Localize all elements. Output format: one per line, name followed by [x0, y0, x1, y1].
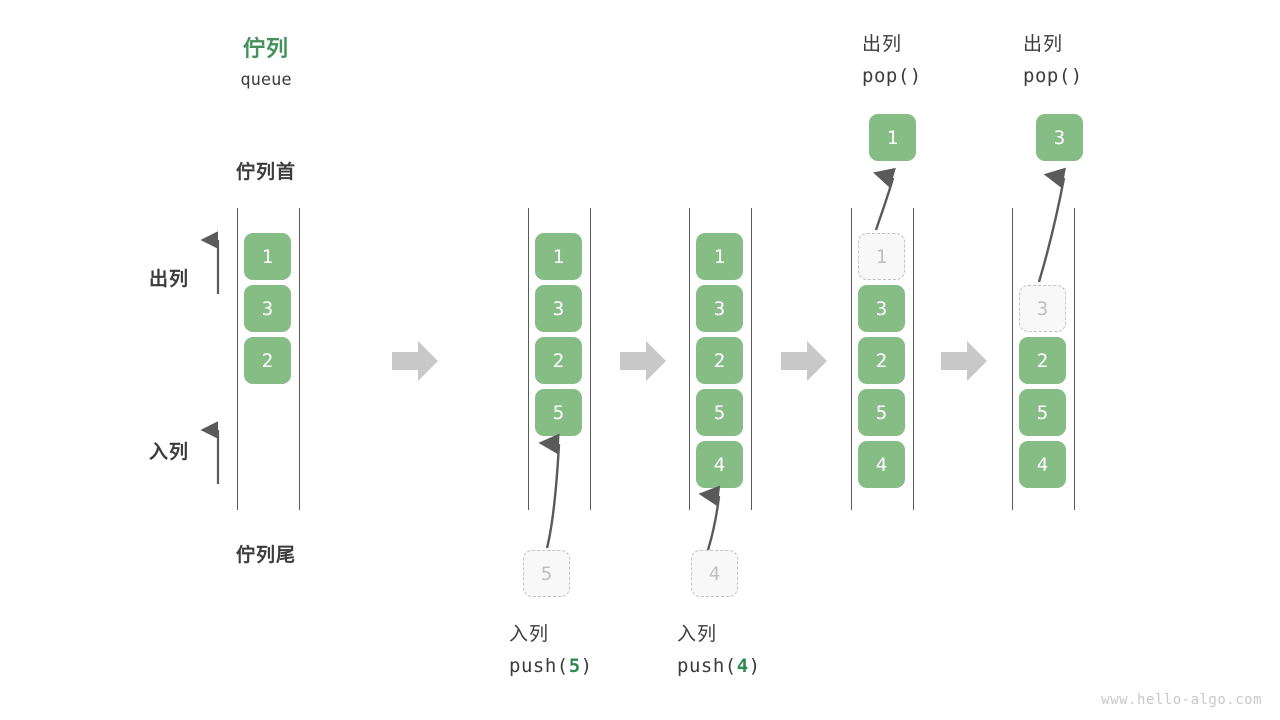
queue-element: 2: [535, 337, 582, 384]
rail-right-col3: [751, 208, 752, 510]
push-4-code-suffix: ): [748, 655, 761, 677]
push-4-code-prefix: push(: [677, 655, 737, 677]
pop-direction-label: 出列: [149, 269, 190, 290]
diagram-title-en: queue: [240, 70, 292, 90]
queue-element-removed: 1: [858, 233, 905, 280]
queue-element-new: 5: [535, 389, 582, 436]
queue-element: 2: [1019, 337, 1066, 384]
push-direction-label: 入列: [149, 442, 190, 463]
queue-tail-label: 佇列尾: [235, 545, 296, 566]
rail-left-col2: [528, 208, 529, 510]
queue-element: 5: [1019, 389, 1066, 436]
popped-element: 1: [869, 114, 916, 161]
pop-arrow-icon: [873, 167, 896, 231]
queue-element: 3: [535, 285, 582, 332]
push-4-caption: 入列 push(4): [677, 620, 761, 682]
queue-element: 1: [244, 233, 291, 280]
queue-element: 2: [696, 337, 743, 384]
queue-element: 5: [858, 389, 905, 436]
rail-right-col2: [590, 208, 591, 510]
queue-element: 1: [696, 233, 743, 280]
rail-left-col1: [237, 208, 238, 510]
push-4-code-arg: 4: [736, 655, 749, 677]
rail-left-col4: [851, 208, 852, 510]
pop-3-caption-code: pop(): [1023, 65, 1083, 87]
rail-left-col3: [689, 208, 690, 510]
pop-1-caption-cn: 出列: [862, 34, 903, 55]
push-5-code-arg: 5: [568, 655, 581, 677]
pop-3-caption-cn: 出列: [1023, 34, 1064, 55]
queue-element: 4: [1019, 441, 1066, 488]
step-arrow-icon: [941, 341, 987, 381]
queue-element: 2: [244, 337, 291, 384]
queue-element: 5: [696, 389, 743, 436]
step-arrow-icon: [392, 341, 438, 381]
push-4-caption-cn: 入列: [677, 624, 718, 645]
pop-arrow-icon: [1037, 167, 1066, 283]
popped-element: 3: [1036, 114, 1083, 161]
queue-element-removed: 3: [1019, 285, 1066, 332]
queue-element: 2: [858, 337, 905, 384]
incoming-element-ghost: 4: [691, 550, 738, 597]
push-arrow-icon: [538, 433, 561, 549]
queue-element: 1: [535, 233, 582, 280]
queue-head-label: 佇列首: [235, 162, 296, 183]
push-5-code-suffix: ): [580, 655, 593, 677]
queue-element: 3: [244, 285, 291, 332]
pop-direction-arrow-icon: [200, 231, 220, 294]
rail-right-col5: [1074, 208, 1075, 510]
pop-1-caption: 出列 pop(): [862, 30, 922, 92]
rail-right-col1: [299, 208, 300, 510]
push-arrow-icon: [698, 485, 721, 551]
push-5-caption: 入列 push(5): [509, 620, 593, 682]
queue-element: 3: [696, 285, 743, 332]
queue-element-new: 4: [696, 441, 743, 488]
incoming-element-ghost: 5: [523, 550, 570, 597]
diagram-title-cn: 佇列: [242, 36, 289, 61]
pop-1-caption-code: pop(): [862, 65, 922, 87]
queue-element: 4: [858, 441, 905, 488]
step-arrow-icon: [620, 341, 666, 381]
step-arrow-icon: [781, 341, 827, 381]
push-direction-arrow-icon: [200, 421, 220, 484]
rail-right-col4: [913, 208, 914, 510]
push-4-caption-code: push(4): [677, 650, 761, 682]
watermark: www.hello-algo.com: [1101, 692, 1262, 708]
push-5-caption-cn: 入列: [509, 624, 550, 645]
push-5-code-prefix: push(: [509, 655, 569, 677]
pop-3-caption: 出列 pop(): [1023, 30, 1083, 92]
push-5-caption-code: push(5): [509, 650, 593, 682]
queue-element: 3: [858, 285, 905, 332]
rail-left-col5: [1012, 208, 1013, 510]
